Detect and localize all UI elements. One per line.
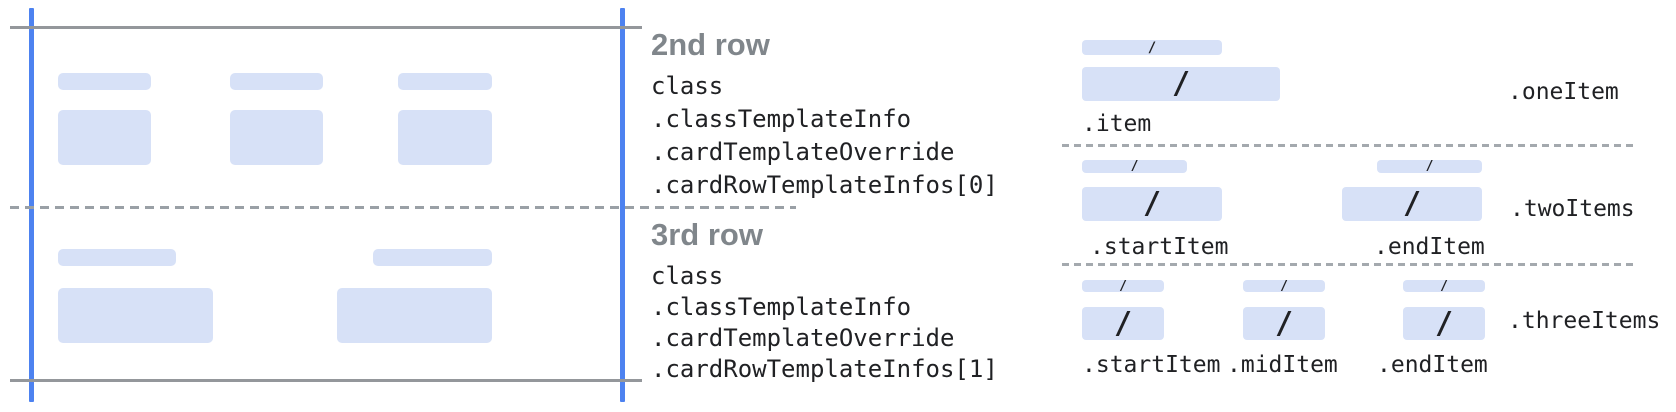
slash-glyph: / [1434, 305, 1454, 341]
three-items-mid-item-label: .midItem [1227, 352, 1338, 378]
two-items-end-large-bar: / [1342, 187, 1482, 221]
two-items-start-small-bar: / [1082, 160, 1187, 173]
card-top-border-line [10, 26, 642, 29]
row2-col2-value-placeholder [230, 110, 323, 165]
three-items-start-large-bar: / [1082, 307, 1164, 340]
two-items-end-item-label: .endItem [1374, 234, 1485, 260]
slash-glyph: / [1119, 278, 1127, 294]
slash-glyph: / [1402, 186, 1422, 221]
three-items-template-label: .threeItems [1508, 308, 1661, 334]
row2-heading: 2nd row [651, 27, 770, 62]
slash-glyph: / [1274, 305, 1294, 341]
row2-col3-label-placeholder [398, 73, 492, 90]
row2-code-line-4: .cardRowTemplateInfos[0] [651, 171, 998, 199]
slash-glyph: / [1113, 305, 1133, 341]
slash-glyph: / [1147, 39, 1157, 56]
three-items-end-item-label: .endItem [1377, 352, 1488, 378]
row3-code-line-4: .cardRowTemplateInfos[1] [651, 355, 998, 383]
one-item-small-bar: / [1082, 40, 1222, 55]
slash-glyph: / [1440, 278, 1448, 294]
slash-glyph: / [1130, 159, 1139, 174]
one-item-template-label: .oneItem [1508, 79, 1619, 105]
template-divider-dashed-2 [1062, 263, 1634, 266]
three-items-mid-large-bar: / [1243, 307, 1325, 340]
row2-code-line-2: .classTemplateInfo [651, 105, 912, 133]
one-item-large-bar: / [1082, 67, 1280, 101]
template-divider-dashed-1 [1062, 144, 1634, 147]
row3-col2-label-placeholder [373, 249, 492, 266]
three-items-end-small-bar: / [1403, 278, 1485, 294]
row2-code-line-1: class [651, 72, 724, 100]
three-items-mid-small-bar: / [1243, 278, 1325, 294]
row3-heading: 3rd row [651, 217, 763, 252]
row2-code-line-3: .cardTemplateOverride [651, 138, 955, 166]
two-items-start-large-bar: / [1082, 187, 1222, 221]
slash-glyph: / [1171, 66, 1191, 101]
two-items-end-small-bar: / [1377, 160, 1482, 173]
card-bottom-border-line [10, 379, 642, 382]
row2-col1-label-placeholder [58, 73, 151, 90]
card-row-divider-dashed [10, 206, 796, 209]
one-item-item-label: .item [1082, 111, 1152, 137]
three-items-start-small-bar: / [1082, 278, 1164, 294]
slash-glyph: / [1280, 278, 1288, 294]
three-items-start-item-label: .startItem [1082, 352, 1221, 378]
three-items-end-large-bar: / [1403, 307, 1485, 340]
card-left-edge-line [29, 8, 34, 402]
slash-glyph: / [1425, 159, 1434, 174]
two-items-start-item-label: .startItem [1090, 234, 1229, 260]
row3-code-line-3: .cardTemplateOverride [651, 324, 955, 352]
row3-col1-label-placeholder [58, 249, 176, 266]
slash-glyph: / [1142, 186, 1162, 221]
row3-col1-value-placeholder [58, 288, 213, 343]
card-right-edge-line [620, 8, 625, 402]
row2-col1-value-placeholder [58, 110, 151, 165]
row3-col2-value-placeholder [337, 288, 492, 343]
row2-col3-value-placeholder [398, 110, 492, 165]
row3-code-line-1: class [651, 262, 724, 290]
row3-code-line-2: .classTemplateInfo [651, 293, 912, 321]
row2-col2-label-placeholder [230, 73, 323, 90]
two-items-template-label: .twoItems [1510, 196, 1635, 222]
